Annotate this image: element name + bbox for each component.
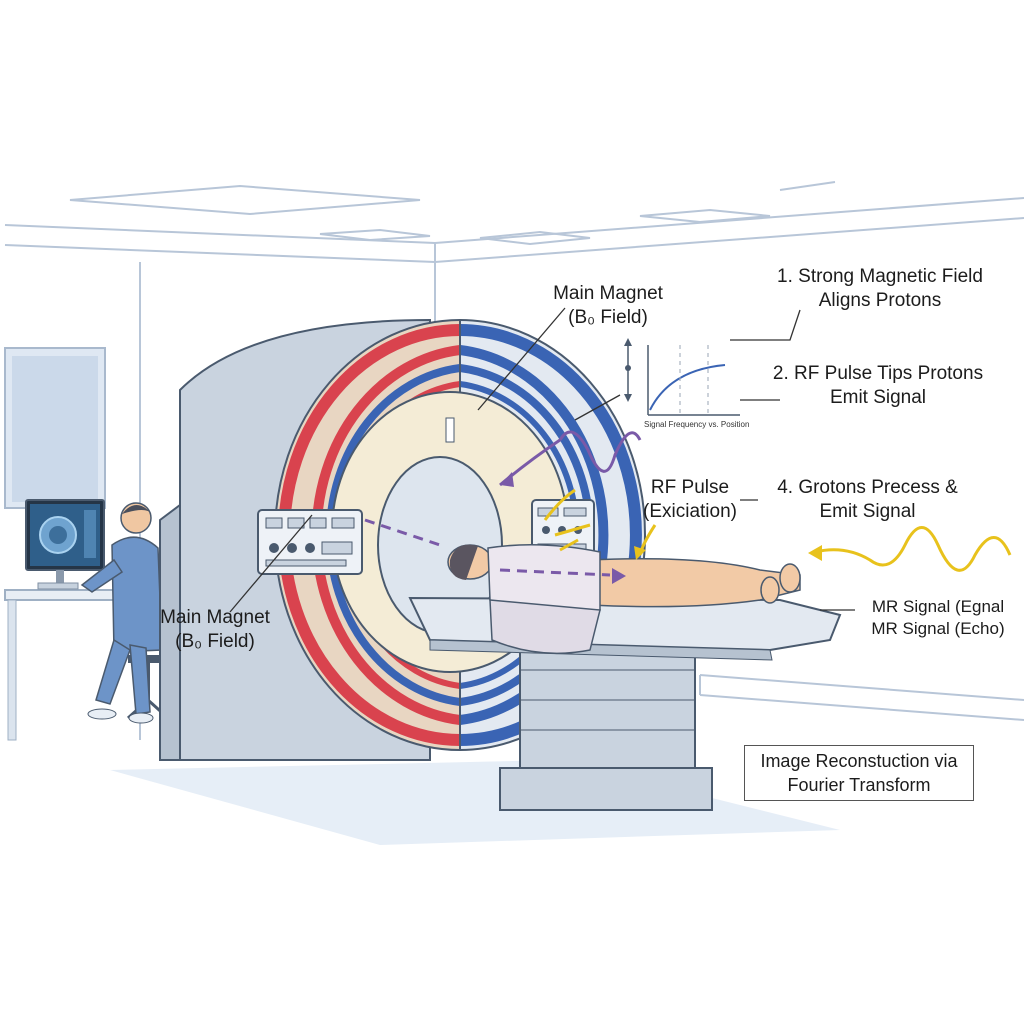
step2-label: 2. RF Pulse Tips Protons Emit Signal xyxy=(758,362,998,410)
room xyxy=(4,181,1024,740)
graph-caption: Signal Frequency vs. Position xyxy=(644,420,750,429)
rf-pulse-arrows xyxy=(364,430,642,584)
step2-line1: 2. RF Pulse Tips Protons xyxy=(772,363,984,384)
main-magnet-label-left: Main Magnet (B₀ Field) xyxy=(145,606,285,654)
rf-pulse-line2: (Exiciation) xyxy=(643,501,737,522)
floor-shadow xyxy=(110,760,840,845)
step2-line2: Emit Signal xyxy=(829,387,927,408)
rf-pulse-line1: RF Pulse xyxy=(650,477,730,498)
image-recon-line1: Image Reconstuction via xyxy=(760,751,958,771)
workstation-desk xyxy=(4,499,166,741)
main-magnet-top-line2: (B₀ Field) xyxy=(568,307,648,328)
main-magnet-top-line1: Main Magnet xyxy=(553,283,663,304)
image-reconstruction-box: Image Reconstuction via Fourier Transfor… xyxy=(744,745,974,801)
window xyxy=(4,347,106,509)
rf-pulse-label: RF Pulse (Exiciation) xyxy=(620,476,760,524)
step1-line2: Aligns Protons xyxy=(818,290,942,311)
mr-signal-line2: MR Signal (Echo) xyxy=(871,619,1005,638)
step4-line2: Emit Signal xyxy=(819,501,916,522)
leader-lines xyxy=(229,307,855,613)
main-magnet-label-top: Main Magnet (B₀ Field) xyxy=(538,282,678,330)
step4-line1: 4. Grotons Precess & xyxy=(777,477,958,498)
image-recon-line2: Fourier Transform xyxy=(787,775,931,795)
mr-signal-wave xyxy=(543,488,1012,572)
mr-signal-label: MR Signal (Egnal MR Signal (Echo) xyxy=(858,596,1018,640)
main-magnet-left-line1: Main Magnet xyxy=(160,607,270,628)
patient xyxy=(447,544,801,655)
control-panel-left xyxy=(257,509,363,575)
signal-graph xyxy=(624,338,740,416)
step1-line1: 1. Strong Magnetic Field xyxy=(777,266,983,287)
step4-label: 4. Grotons Precess & Emit Signal xyxy=(760,476,975,524)
step1-label: 1. Strong Magnetic Field Aligns Protons xyxy=(760,265,1000,313)
main-magnet-left-line2: (B₀ Field) xyxy=(175,631,255,652)
mr-signal-line1: MR Signal (Egnal xyxy=(871,597,1005,616)
